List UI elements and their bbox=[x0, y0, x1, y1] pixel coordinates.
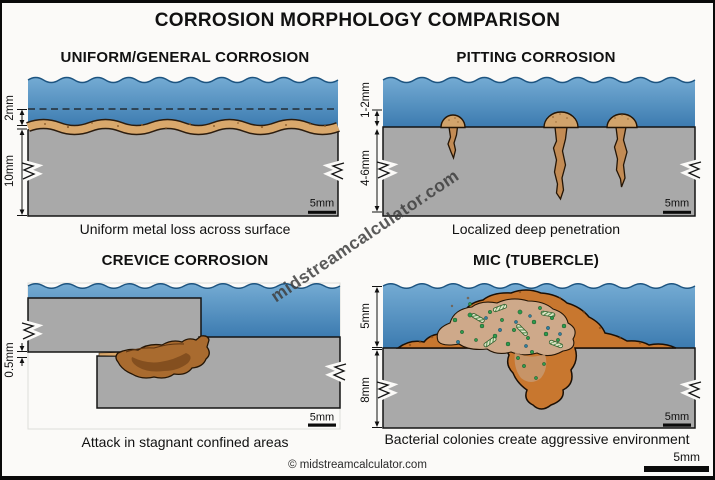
break-mark-left bbox=[15, 159, 44, 183]
water bbox=[28, 77, 338, 127]
water-surface-line bbox=[382, 76, 696, 84]
water-surface-line bbox=[27, 76, 339, 84]
metal bbox=[382, 126, 696, 217]
mic-panel-diagram: 5mm 8mm 5mm bbox=[360, 283, 708, 429]
svg-text:5mm: 5mm bbox=[310, 412, 334, 424]
break-mark-upper-left bbox=[15, 319, 44, 343]
uniform-caption: Uniform metal loss across surface bbox=[79, 221, 291, 237]
upper-plate bbox=[27, 297, 202, 353]
crevice-scale-bar: 5mm bbox=[308, 412, 336, 427]
dimension-gap bbox=[17, 343, 27, 366]
page-title: CORROSION MORPHOLOGY COMPARISON bbox=[154, 10, 561, 31]
crevice-panel-diagram: 0.5mm 5mm bbox=[4, 282, 350, 430]
pitting-scale-bar: 5mm bbox=[663, 198, 691, 214]
break-mark-left bbox=[370, 378, 399, 402]
water bbox=[383, 77, 695, 127]
water bbox=[28, 283, 341, 337]
break-mark-left bbox=[370, 158, 399, 182]
break-mark-right bbox=[679, 158, 708, 182]
copyright-text: © midstreamcalculator.com bbox=[288, 459, 427, 471]
uniform-panel-diagram: 2mm 10mm 5mm bbox=[4, 76, 350, 217]
pitting-dim-cap-height: 1-2mm bbox=[360, 82, 372, 118]
mic-dim-metal-thickness: 8mm bbox=[360, 377, 372, 403]
bacteria-colonies-teal bbox=[456, 314, 562, 348]
footer-scale-label: 5mm bbox=[673, 450, 700, 464]
crevice-dim-gap: 0.5mm bbox=[4, 342, 16, 377]
corrosion-layer bbox=[26, 118, 340, 136]
dimension-metal-thickness bbox=[372, 349, 382, 428]
dimension-tubercle-height bbox=[372, 286, 382, 348]
crevice-panel-title: CREVICE CORROSION bbox=[101, 252, 269, 269]
mic-caption: Bacterial colonies create aggressive env… bbox=[384, 431, 690, 447]
svg-text:5mm: 5mm bbox=[665, 198, 689, 210]
penetration-inner bbox=[514, 352, 547, 382]
tubercle bbox=[395, 289, 677, 410]
pit-cap-speckles bbox=[448, 113, 629, 123]
break-mark-right bbox=[322, 159, 350, 183]
bacteria-colonies-green bbox=[452, 302, 567, 380]
dimension-pit-depth bbox=[372, 129, 382, 213]
uniform-scale-bar: 5mm bbox=[308, 198, 336, 214]
uniform-panel-title: UNIFORM/GENERAL CORROSION bbox=[60, 49, 310, 66]
pit-1 bbox=[440, 114, 466, 161]
crevice-caption: Attack in stagnant confined areas bbox=[81, 434, 289, 450]
dimension-corrosion-depth bbox=[17, 109, 27, 126]
svg-text:5mm: 5mm bbox=[665, 411, 689, 423]
tubercle-inner bbox=[436, 298, 576, 357]
mic-panel-title: MIC (TUBERCLE) bbox=[472, 252, 600, 269]
mic-dim-tubercle-height: 5mm bbox=[360, 303, 372, 329]
pitting-caption: Localized deep penetration bbox=[451, 221, 621, 237]
dimension-cap-height bbox=[372, 109, 382, 127]
mic-scale-bar: 5mm bbox=[663, 411, 691, 427]
water-surface-line bbox=[27, 283, 341, 289]
break-mark-right bbox=[679, 378, 708, 402]
crevice-corrosion-deposit bbox=[98, 335, 210, 379]
footer-scale-bar bbox=[644, 466, 709, 472]
svg-text:5mm: 5mm bbox=[310, 198, 334, 210]
metal bbox=[27, 126, 339, 217]
uniform-dim-metal-thickness: 10mm bbox=[4, 155, 16, 187]
pit-2 bbox=[543, 111, 579, 201]
pitting-panel-diagram: 1-2mm 4-6mm 5mm bbox=[360, 76, 708, 217]
pitting-panel-title: PITTING CORROSION bbox=[456, 49, 616, 66]
break-mark-lower-right bbox=[324, 360, 350, 384]
bacteria-rods bbox=[471, 303, 564, 349]
dimension-metal-thickness bbox=[17, 128, 27, 216]
uniform-dim-corrosion-depth: 2mm bbox=[4, 95, 16, 121]
pitting-dim-pit-depth: 4-6mm bbox=[360, 150, 372, 186]
water-surface-line bbox=[382, 283, 696, 289]
